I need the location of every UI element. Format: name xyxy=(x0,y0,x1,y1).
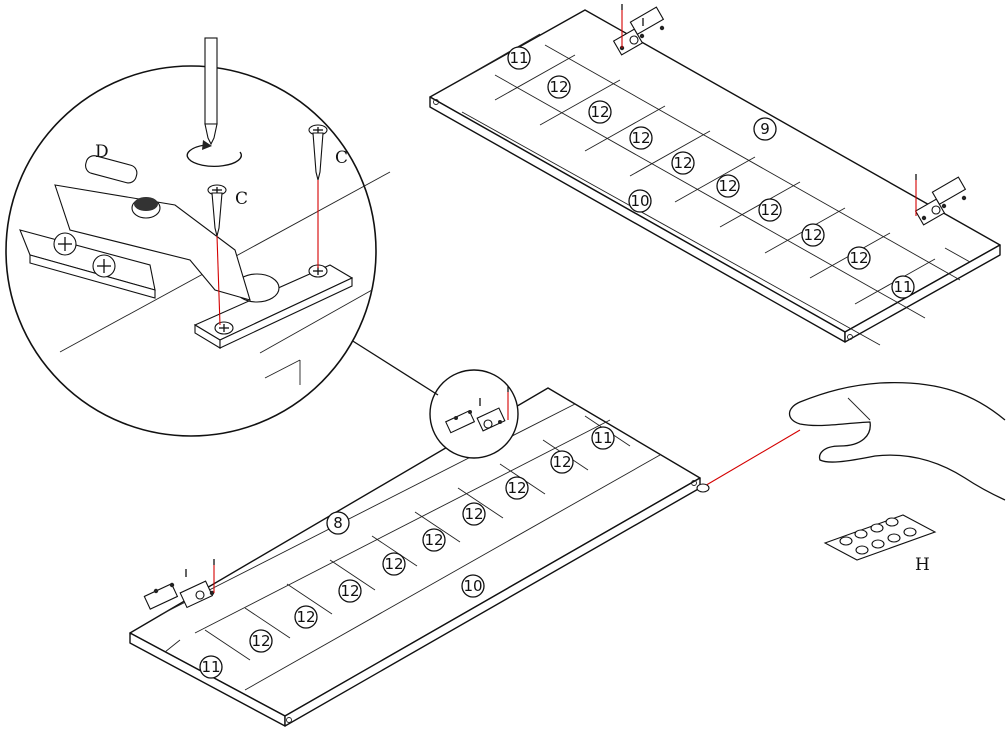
svg-text:12: 12 xyxy=(384,555,403,573)
part-label-12: 12 xyxy=(547,75,571,99)
hinge-icon xyxy=(143,559,215,610)
svg-text:10: 10 xyxy=(463,577,482,595)
part-label-12: 12 xyxy=(588,100,612,124)
svg-text:11: 11 xyxy=(201,658,220,676)
svg-text:11: 11 xyxy=(593,429,612,447)
part-label-10: 10 xyxy=(461,574,485,598)
part-label-12: 12 xyxy=(294,605,318,629)
hinge-icon xyxy=(612,4,665,56)
svg-text:9: 9 xyxy=(760,120,770,138)
svg-text:12: 12 xyxy=(464,505,483,523)
svg-text:12: 12 xyxy=(251,632,270,650)
svg-text:12: 12 xyxy=(340,582,359,600)
screw-icon xyxy=(207,184,227,326)
svg-text:12: 12 xyxy=(549,78,568,96)
part-label-12: 12 xyxy=(422,528,446,552)
svg-text:12: 12 xyxy=(849,249,868,267)
part-label-8: 8 xyxy=(326,511,350,535)
part-label-12: 12 xyxy=(550,450,574,474)
svg-text:12: 12 xyxy=(296,608,315,626)
part-label-12: 12 xyxy=(462,502,486,526)
label-h: H xyxy=(915,555,930,575)
hand-icon xyxy=(696,381,1006,501)
svg-text:12: 12 xyxy=(673,154,692,172)
part-label-12: 12 xyxy=(505,476,529,500)
hinge-detail-callout xyxy=(429,369,519,459)
bumper-pads-icon: H xyxy=(823,514,937,575)
part-label-12: 12 xyxy=(716,174,740,198)
part-label-11: 11 xyxy=(591,426,615,450)
label-d: D xyxy=(95,142,109,162)
part-label-11: 11 xyxy=(507,46,531,70)
part-label-12: 12 xyxy=(758,198,782,222)
label-c: C xyxy=(235,189,248,209)
hinge-icon xyxy=(19,155,354,349)
svg-text:12: 12 xyxy=(803,226,822,244)
svg-text:11: 11 xyxy=(509,49,528,67)
part-label-12: 12 xyxy=(801,223,825,247)
part-label-9: 9 xyxy=(753,117,777,141)
svg-text:8: 8 xyxy=(333,514,343,532)
rotate-arrow-icon xyxy=(186,140,242,167)
part-label-10: 10 xyxy=(628,189,652,213)
svg-text:12: 12 xyxy=(507,479,526,497)
part-label-11: 11 xyxy=(199,655,223,679)
svg-text:12: 12 xyxy=(760,201,779,219)
svg-text:10: 10 xyxy=(630,192,649,210)
part-label-11: 11 xyxy=(891,275,915,299)
hinge-detail-zoom: D C C xyxy=(5,37,439,437)
part-label-12: 12 xyxy=(249,629,273,653)
part-label-12: 12 xyxy=(847,246,871,270)
svg-text:12: 12 xyxy=(631,129,650,147)
part-label-12: 12 xyxy=(382,552,406,576)
svg-text:12: 12 xyxy=(718,177,737,195)
screwdriver-icon xyxy=(204,37,218,146)
part-label-12: 12 xyxy=(338,579,362,603)
label-c: C xyxy=(335,148,348,168)
hinge-icon xyxy=(914,174,967,226)
screw-icon xyxy=(308,124,328,268)
svg-text:11: 11 xyxy=(893,278,912,296)
svg-text:12: 12 xyxy=(590,103,609,121)
svg-text:12: 12 xyxy=(424,531,443,549)
part-label-12: 12 xyxy=(671,151,695,175)
svg-text:12: 12 xyxy=(552,453,571,471)
part-label-12: 12 xyxy=(629,126,653,150)
